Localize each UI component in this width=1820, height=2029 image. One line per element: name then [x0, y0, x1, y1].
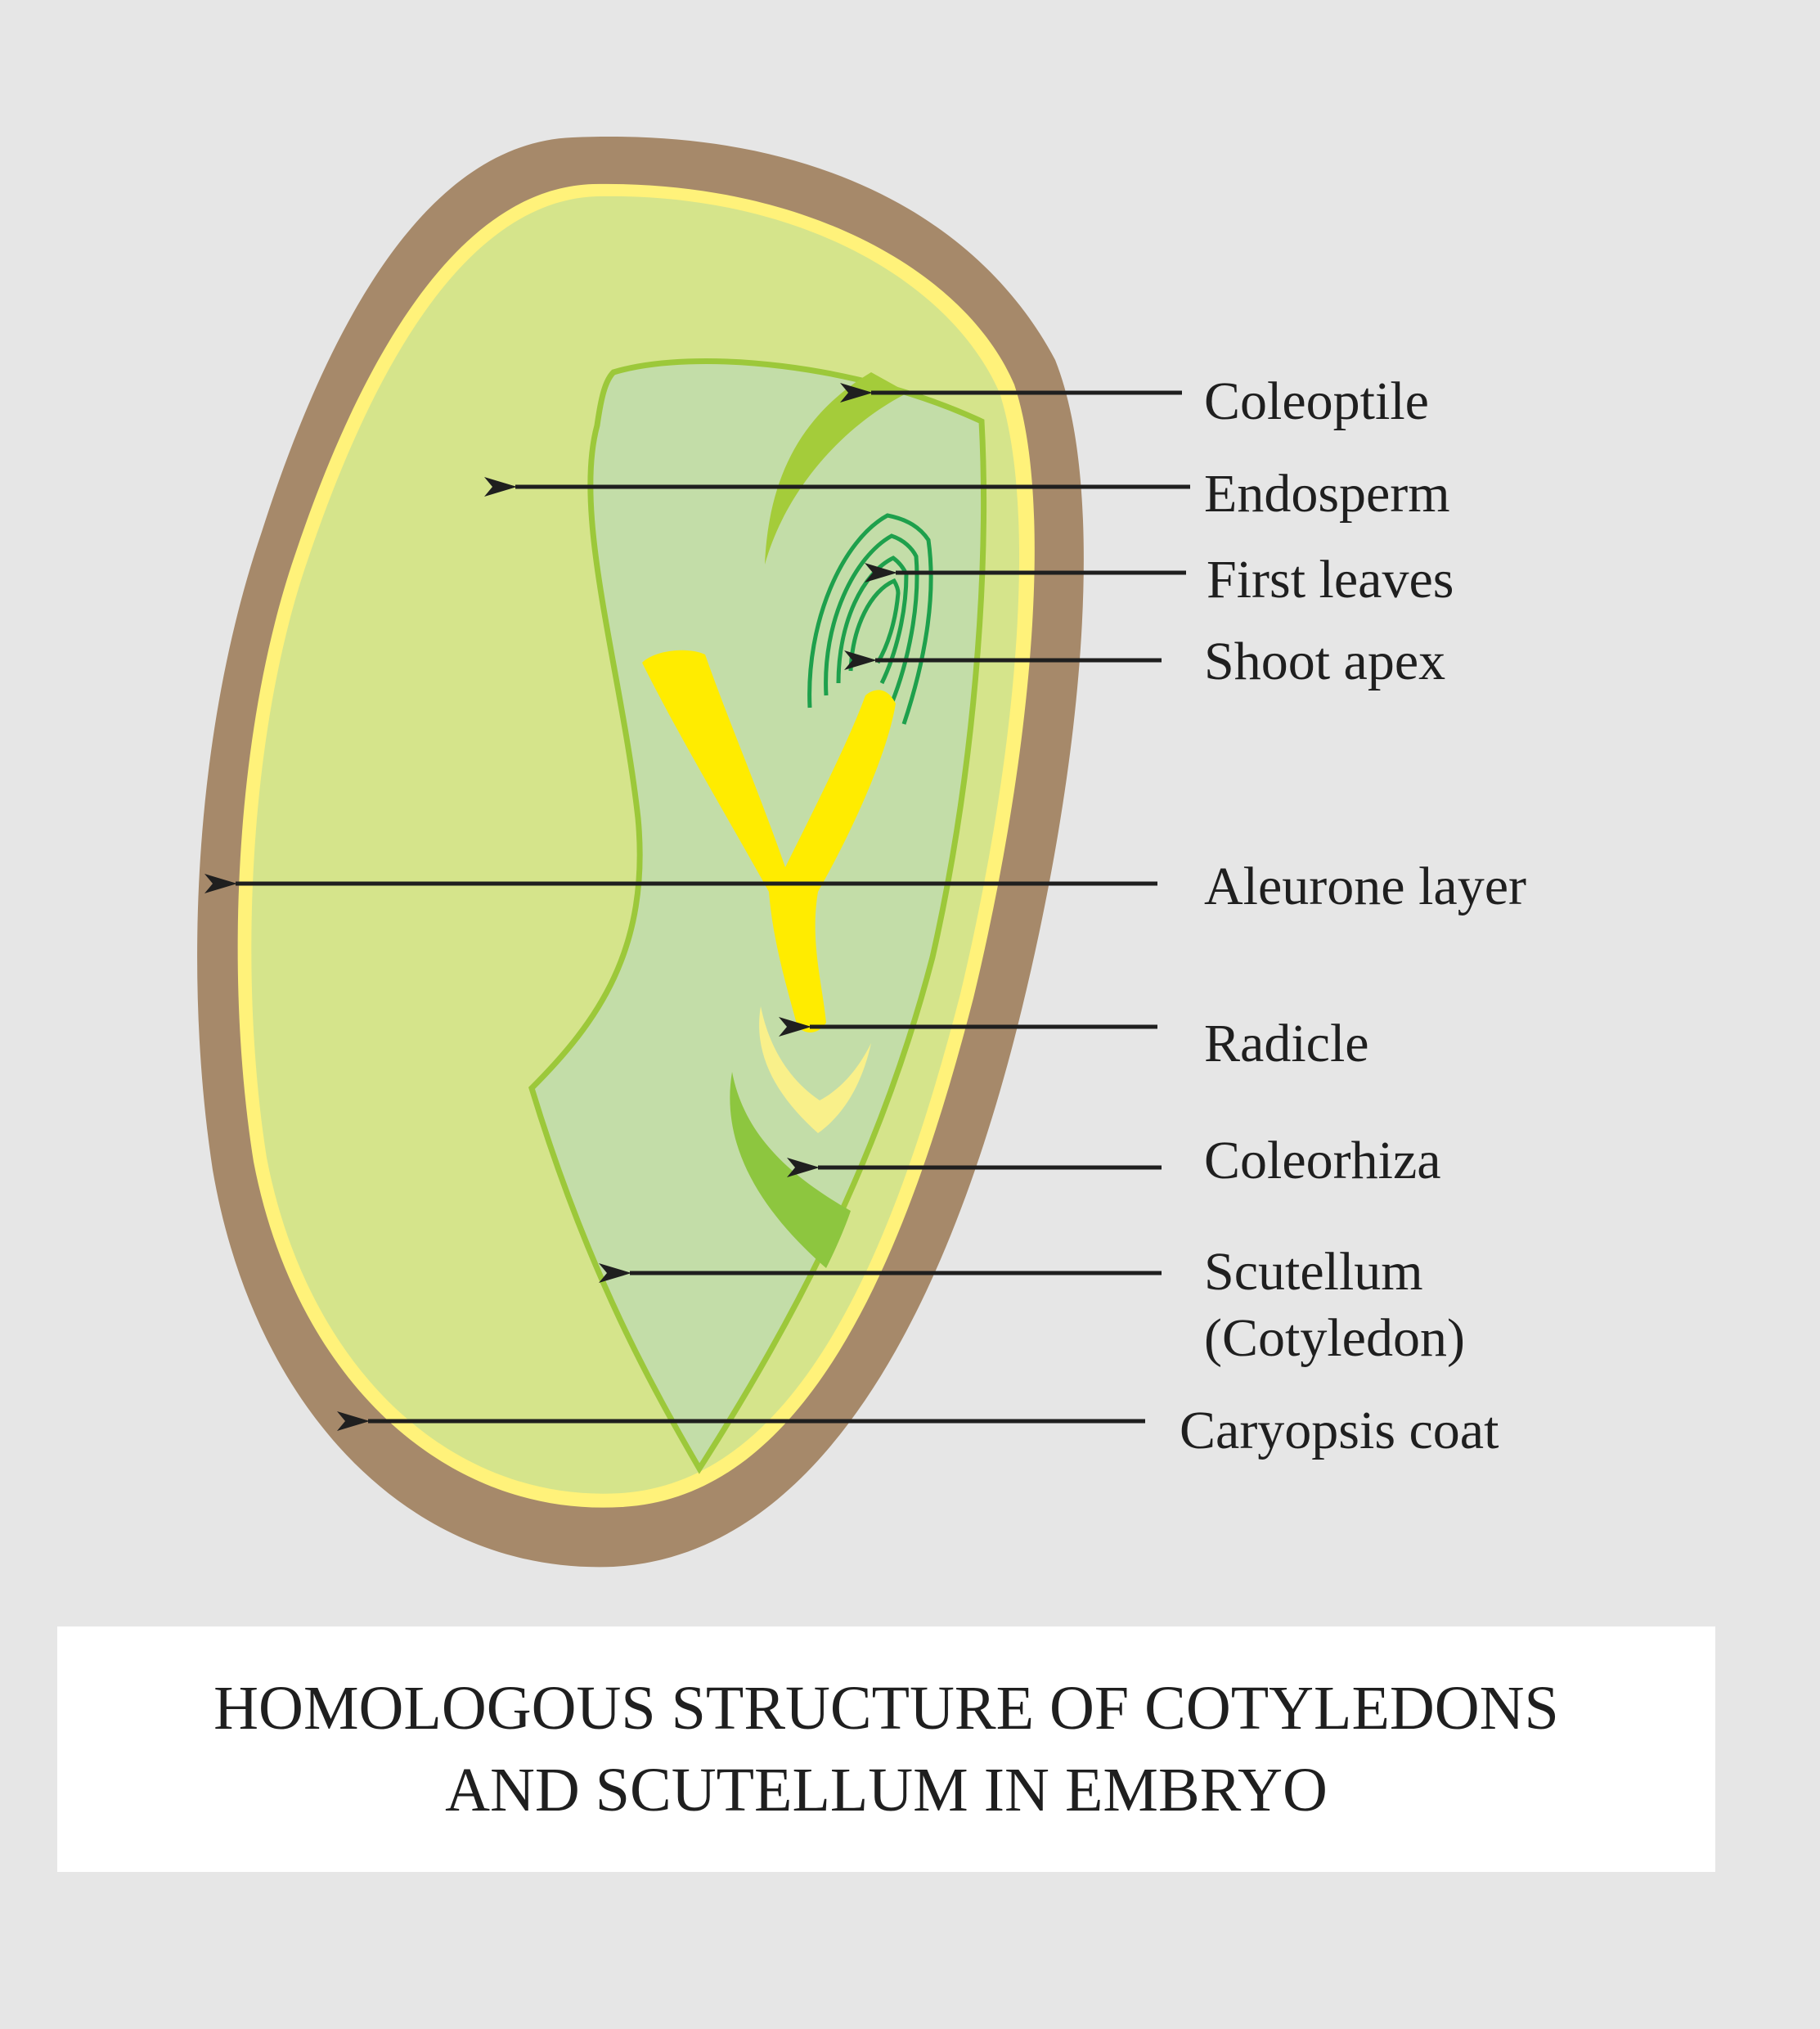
shoot-apex-label: Shoot apex — [1204, 632, 1445, 691]
caption-line-1: HOMOLOGOUS STRUCTURE OF COTYLEDONS — [213, 1674, 1559, 1743]
scutellum-label: Scutellum — [1204, 1242, 1423, 1302]
coleorhiza-label: Coleorhiza — [1204, 1131, 1441, 1190]
cotyledon-label: (Cotyledon) — [1204, 1308, 1465, 1368]
radicle-label: Radicle — [1204, 1014, 1369, 1073]
first-leaves-label: First leaves — [1207, 550, 1454, 610]
first-leaves-shape — [807, 513, 933, 725]
scutellum-shape — [528, 358, 986, 1474]
leader-lines — [204, 383, 1190, 1431]
radicle-shape — [642, 650, 896, 1032]
coleorhiza-shape — [759, 1006, 871, 1133]
coleoptile-label: Coleoptile — [1204, 371, 1429, 431]
aleurone-layer-label: Aleurone layer — [1204, 857, 1526, 916]
caption-box: HOMOLOGOUS STRUCTURE OF COTYLEDONS AND S… — [57, 1626, 1715, 1872]
endosperm-label: Endosperm — [1204, 464, 1450, 524]
caption-line-2: AND SCUTELLUM IN EMBRYO — [445, 1756, 1328, 1824]
caryopsis-coat-label: Caryopsis coat — [1180, 1401, 1499, 1460]
